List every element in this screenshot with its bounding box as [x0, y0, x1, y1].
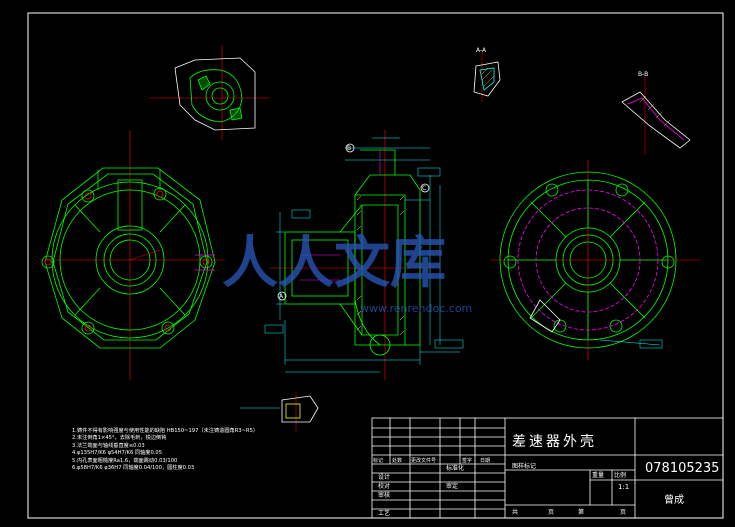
- label-approve: 审定: [446, 482, 458, 490]
- drawing-number: 078105235: [645, 461, 719, 476]
- view-labels: A-A B-B B C A: [279, 47, 648, 300]
- role-review: 审核: [378, 491, 390, 499]
- watermark-text: 人人文库: [222, 231, 446, 296]
- sheet-1: 共: [512, 508, 518, 516]
- scale-value: 1:1: [618, 483, 629, 491]
- label-standard: 标准化: [446, 464, 464, 472]
- watermark: 人人文库 www.renrendoc.com: [222, 231, 472, 315]
- mark-a: A: [279, 293, 284, 300]
- scale-label: 比例: [614, 471, 626, 479]
- technical-notes: 1.铸件不得有影响强度与使用性能的缺陷 HB150~197（未注铸造圆角R3~R…: [72, 428, 372, 472]
- title-block: [371, 417, 724, 519]
- label-section-right: B-B: [638, 71, 648, 78]
- sign-header-1: 标记: [373, 457, 383, 464]
- note-line: 3.法兰端面与轴线垂直度≤0.03: [72, 442, 145, 449]
- role-design: 设计: [378, 473, 390, 481]
- stage-label: 图样标记: [512, 462, 536, 470]
- label-section-top: A-A: [476, 47, 487, 54]
- note-line: 1.铸件不得有影响强度与使用性能的缺陷 HB150~197（未注铸造圆角R3~R…: [72, 428, 259, 434]
- role-check: 校对: [378, 482, 390, 490]
- mark-b: B: [347, 145, 351, 152]
- sign-header-4: 签字: [462, 457, 472, 464]
- small-detail-bottom: [240, 392, 319, 432]
- main-section-view: [264, 130, 464, 380]
- title-block-text: 差速器外壳 078105235 曾成 1:1 图样标记 重量 比例 共 页 第 …: [373, 433, 719, 517]
- top-section-detail: [150, 45, 270, 140]
- mark-c: C: [422, 185, 426, 192]
- right-flange-view: [490, 160, 700, 360]
- sign-header-2: 处数: [392, 457, 402, 464]
- part-name: 差速器外壳: [512, 433, 597, 450]
- sign-header-3: 更改文件号: [411, 457, 436, 464]
- small-section-right: [621, 75, 691, 155]
- role-process: 工艺: [378, 509, 390, 517]
- sheet-3: 第: [578, 508, 584, 516]
- note-line: 6.φ58H7/K6 φ36H7 同轴度0.04/100，圆柱度0.03: [72, 465, 195, 472]
- left-flange-view: [40, 130, 225, 380]
- sheet-4: 页: [620, 509, 626, 516]
- small-section-top: [473, 52, 501, 102]
- sign-header-5: 日期: [480, 458, 490, 464]
- weight-label: 重量: [592, 471, 604, 479]
- sheet-2: 页: [548, 509, 554, 516]
- note-line: 5.内孔表面粗糙度Ra1.6，端面跳动0.03/100: [72, 457, 178, 464]
- note-line: 2.未注倒角1×45°，去除毛刺，锐边倒钝: [72, 435, 167, 442]
- watermark-url: www.renrendoc.com: [360, 302, 472, 315]
- author: 曾成: [664, 493, 684, 506]
- note-line: 4.φ135H7/K6 φ54H7/K6 同轴度0.05: [72, 450, 163, 457]
